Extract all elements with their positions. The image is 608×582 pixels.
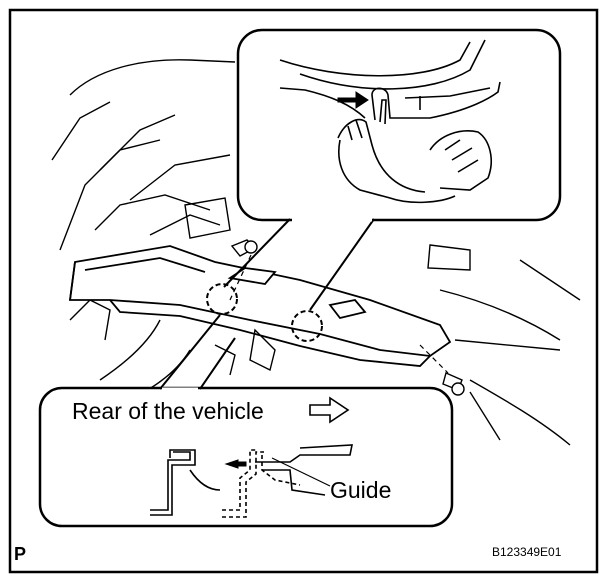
- screw-upper: [230, 239, 258, 257]
- diagram-frame: [8, 8, 599, 574]
- callout-pointer-lower: [159, 314, 236, 390]
- rear-direction-arrow: [309, 396, 350, 424]
- detail-callout-lower: [38, 386, 454, 528]
- guide-leader-line: [271, 457, 331, 487]
- screw-lower: [442, 372, 465, 396]
- corner-letter: P: [14, 544, 27, 564]
- slide-direction-arrow: [224, 459, 247, 469]
- detail-callout-upper: [236, 28, 562, 222]
- rear-of-vehicle-label: Rear of the vehicle: [72, 398, 264, 424]
- callout-pointer-upper: [223, 218, 375, 311]
- upper-detail-illustration: [279, 39, 501, 204]
- mounting-bracket: [68, 245, 452, 367]
- screw-lower-guide-line: [419, 344, 449, 374]
- push-direction-arrow: [337, 91, 369, 109]
- clip-location-left: [206, 283, 238, 315]
- clip-location-right: [291, 310, 323, 342]
- guide-profile-dashed: [222, 449, 301, 518]
- guide-label: Guide: [330, 477, 392, 503]
- figure-code: B123349E01: [492, 545, 562, 559]
- guide-profile-sketch: [150, 444, 353, 516]
